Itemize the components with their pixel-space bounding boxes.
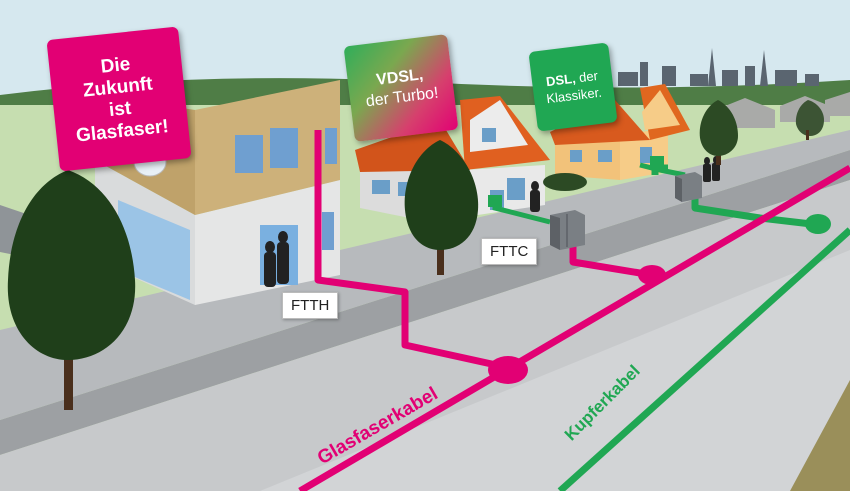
badge-fiber-line3: ist	[107, 97, 133, 122]
curb	[0, 150, 850, 455]
label-ftth: FTTH	[282, 292, 339, 319]
label-fttc: FTTC	[481, 238, 538, 265]
tree-right	[699, 100, 824, 165]
badge-fiber-line4: Glasfaser!	[75, 116, 170, 147]
badge-vdsl: VDSL, der Turbo!	[343, 34, 459, 142]
city-skyline	[618, 48, 819, 86]
badge-dsl: DSL, der Klassiker.	[528, 42, 618, 132]
fiber-junction-1	[488, 356, 528, 384]
badge-fiber-line1: Die	[99, 53, 132, 78]
fiber-junction-2	[638, 265, 666, 285]
street-cabinet-dsl	[675, 172, 702, 202]
badge-vdsl-subtitle: der Turbo!	[364, 84, 440, 111]
street-cabinet-fttc	[550, 210, 585, 250]
tree-middle	[404, 140, 479, 275]
sidewalk	[0, 130, 850, 420]
badge-dsl-title-suffix: der	[578, 67, 599, 86]
tree-left	[7, 170, 136, 410]
badge-fiber-future: Die Zukunft ist Glasfaser!	[46, 26, 192, 172]
copper-junction	[805, 214, 831, 234]
